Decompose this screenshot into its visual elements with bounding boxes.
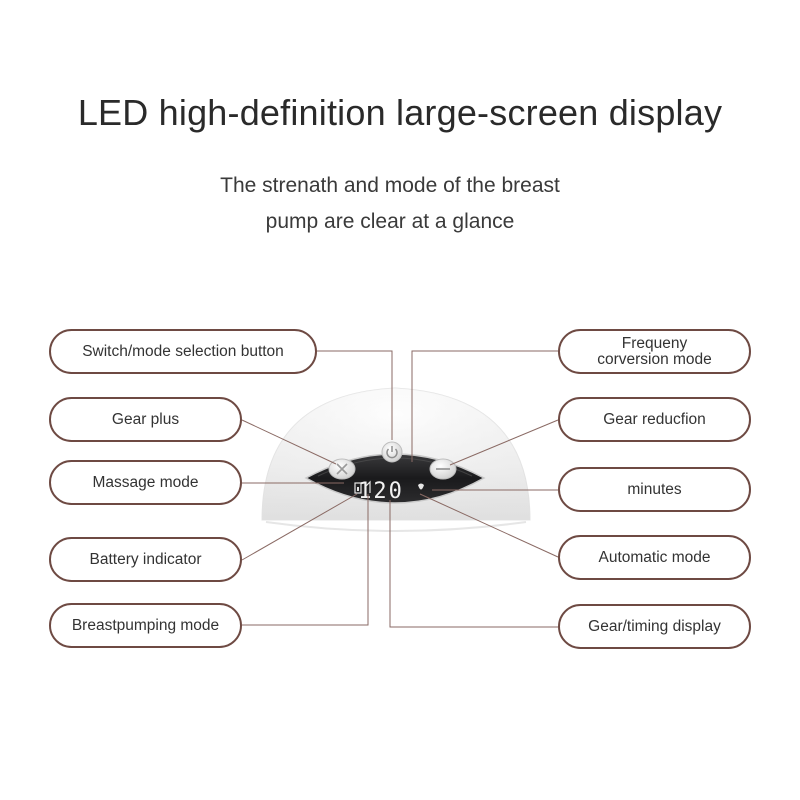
leader-lines — [241, 350, 559, 628]
power-icon — [381, 441, 403, 463]
label-frequency-conversion-mode: Frequeny corversion mode — [558, 329, 751, 374]
battery-icon — [354, 482, 362, 494]
automatic-mode-icon — [418, 483, 424, 490]
led-digits: 120 — [358, 479, 404, 504]
device-base-shadow — [265, 521, 527, 532]
page-title: LED high-definition large-screen display — [77, 92, 723, 133]
label-gear-timing-display: Gear/timing display — [558, 604, 751, 649]
label-battery-indicator: Battery indicator — [49, 537, 242, 582]
subtitle-line-2: pump are clear at a glance — [265, 210, 515, 233]
breastpump-mode-icon — [365, 480, 371, 493]
label-massage-mode: Massage mode — [49, 460, 242, 505]
label-frequency-line-1: Frequeny — [621, 334, 688, 352]
label-frequency-line-2: corversion mode — [597, 350, 712, 368]
label-gear-reduction: Gear reducfion — [558, 397, 751, 442]
label-breastpumping-mode: Breastpumping mode — [49, 603, 242, 648]
page-subtitle: The strenath and mode of the breast pump… — [0, 168, 780, 240]
label-switch-mode-button: Switch/mode selection button — [49, 329, 317, 374]
label-gear-plus: Gear plus — [49, 397, 242, 442]
subtitle-line-1: The strenath and mode of the breast — [220, 174, 560, 197]
minus-icon — [429, 458, 457, 480]
label-automatic-mode: Automatic mode — [558, 535, 751, 580]
label-minutes: minutes — [558, 467, 751, 512]
